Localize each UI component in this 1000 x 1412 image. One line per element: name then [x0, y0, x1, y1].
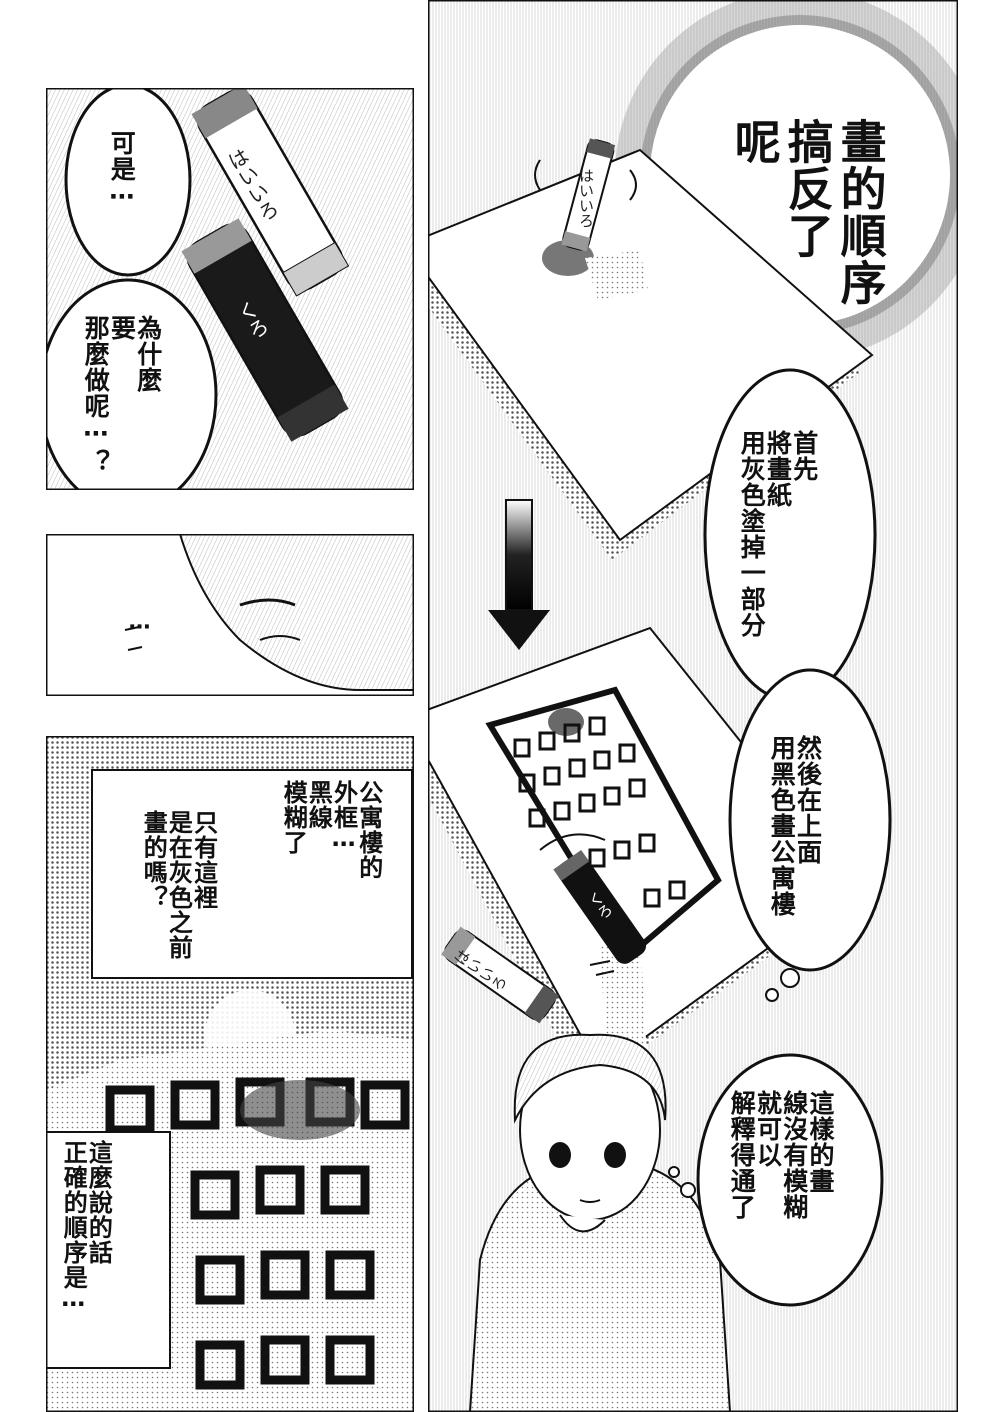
girl-figure — [468, 1033, 732, 1412]
speech-bubble-p1-top: 可是⋯ — [107, 130, 137, 212]
speech-bubble-p1-bottom: 為什麼 要 那麼做呢⋯？ — [81, 315, 163, 475]
down-arrow — [488, 499, 550, 650]
speech-bubble-girl-shape — [696, 1053, 884, 1307]
sfx-ellipsis: ⋯ — [127, 615, 153, 641]
speech-bubble-step2: 然後在上面 用黑色畫公寓樓 — [767, 735, 823, 917]
speech-bubble-step1: 首先 將畫紙 用灰色塗掉一部分 — [737, 430, 819, 638]
crayon-label-grey-panel4: はいいろ — [577, 168, 595, 228]
panel-2 — [46, 534, 414, 696]
speech-bubble-p1-top-shape — [64, 88, 192, 277]
panel-4 — [428, 0, 958, 1412]
panel-1 — [46, 88, 414, 490]
narration-drawn-before-grey: 只有這裡 是在灰色之前 畫的嗎？ — [139, 810, 218, 960]
grey-crayon-bottom — [441, 926, 559, 1024]
speech-bubble-girl: 這樣的畫 線沒有模糊 就可以 解釋得通了 — [727, 1090, 835, 1220]
paper-sheet-grey — [428, 138, 874, 560]
speech-bubble-step2-shape — [728, 668, 892, 1002]
speech-bubble-p1-bottom-shape — [46, 278, 218, 490]
narration-outline-blurred: 公寓樓的 外框⋯ 黑線 模糊了 — [279, 780, 383, 880]
emphasis-text: 畫的順序 搞反了 呢 — [727, 118, 888, 306]
panel-3 — [46, 736, 414, 1412]
narration-correct-order: 這麼說的話 正確的順序是⋯ — [59, 1140, 113, 1319]
